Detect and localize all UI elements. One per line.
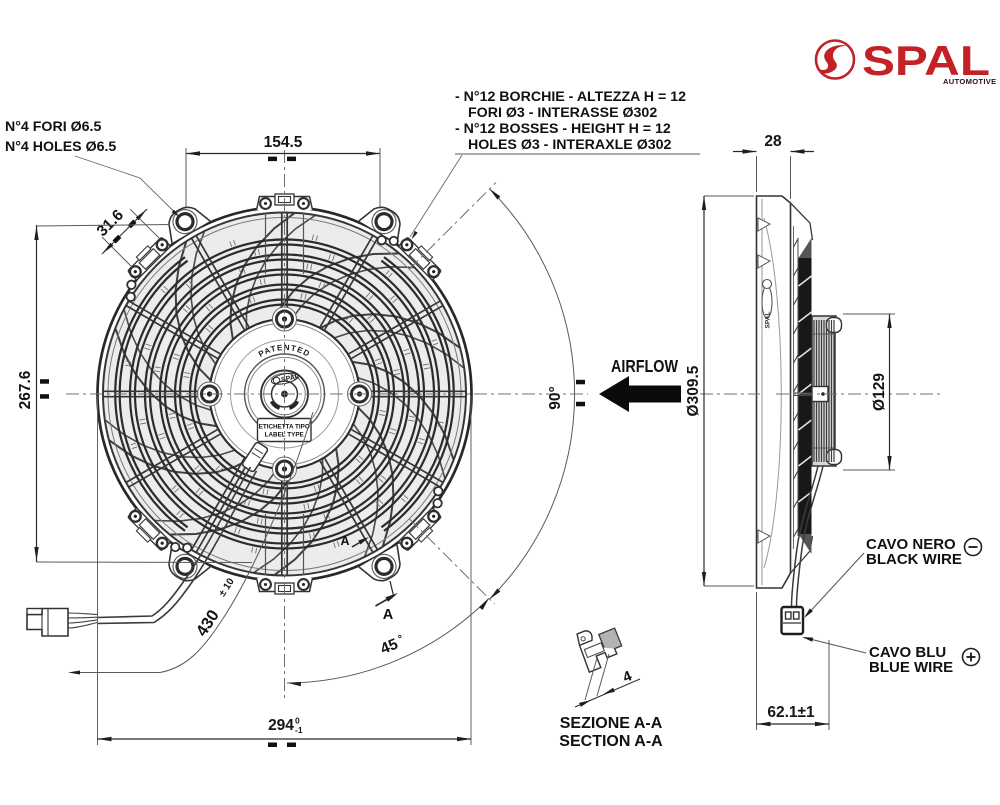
svg-text:AIRFLOW: AIRFLOW (611, 356, 678, 376)
svg-text:FORI Ø3 - INTERASSE Ø302: FORI Ø3 - INTERASSE Ø302 (468, 105, 657, 121)
svg-text:SECTION A-A: SECTION A-A (559, 733, 663, 750)
svg-text:Ø309.5: Ø309.5 (685, 365, 702, 416)
svg-text:-1: -1 (295, 725, 303, 735)
svg-text:CAVO NERO: CAVO NERO (866, 536, 956, 553)
svg-text:SEZIONE A-A: SEZIONE A-A (560, 715, 663, 732)
svg-text:BLACK WIRE: BLACK WIRE (866, 551, 962, 568)
svg-text:- N°12 BOSSES - HEIGHT H = 12: - N°12 BOSSES - HEIGHT H = 12 (455, 121, 671, 137)
svg-text:Ø129: Ø129 (871, 373, 888, 411)
svg-text:HOLES Ø3 - INTERAXLE Ø302: HOLES Ø3 - INTERAXLE Ø302 (468, 137, 672, 153)
svg-text:SPAL: SPAL (765, 312, 772, 329)
svg-text:28: 28 (764, 133, 782, 150)
svg-text:294: 294 (268, 717, 294, 734)
svg-text:SPAL: SPAL (862, 37, 990, 84)
svg-text:- N°12 BORCHIE - ALTEZZA H = 1: - N°12 BORCHIE - ALTEZZA H = 12 (455, 89, 686, 105)
svg-text:SPAL: SPAL (281, 373, 301, 384)
svg-text:A: A (340, 534, 349, 548)
svg-text:°: ° (397, 633, 406, 646)
svg-text:N°4 HOLES Ø6.5: N°4 HOLES Ø6.5 (5, 139, 116, 155)
svg-text:BLUE WIRE: BLUE WIRE (869, 659, 953, 676)
svg-text:45: 45 (378, 636, 401, 658)
svg-text:N°4 FORI Ø6.5: N°4 FORI Ø6.5 (5, 119, 101, 135)
svg-text:267.6: 267.6 (17, 370, 34, 409)
svg-text:A: A (383, 607, 394, 623)
svg-text:AUTOMOTIVE: AUTOMOTIVE (943, 77, 997, 86)
svg-text:LABEL TYPE: LABEL TYPE (265, 432, 304, 439)
svg-text:90°: 90° (547, 386, 564, 409)
svg-text:CAVO BLU: CAVO BLU (869, 644, 946, 661)
svg-text:154.5: 154.5 (264, 134, 303, 151)
svg-text:0: 0 (295, 716, 300, 726)
svg-text:62.1±1: 62.1±1 (767, 704, 815, 721)
